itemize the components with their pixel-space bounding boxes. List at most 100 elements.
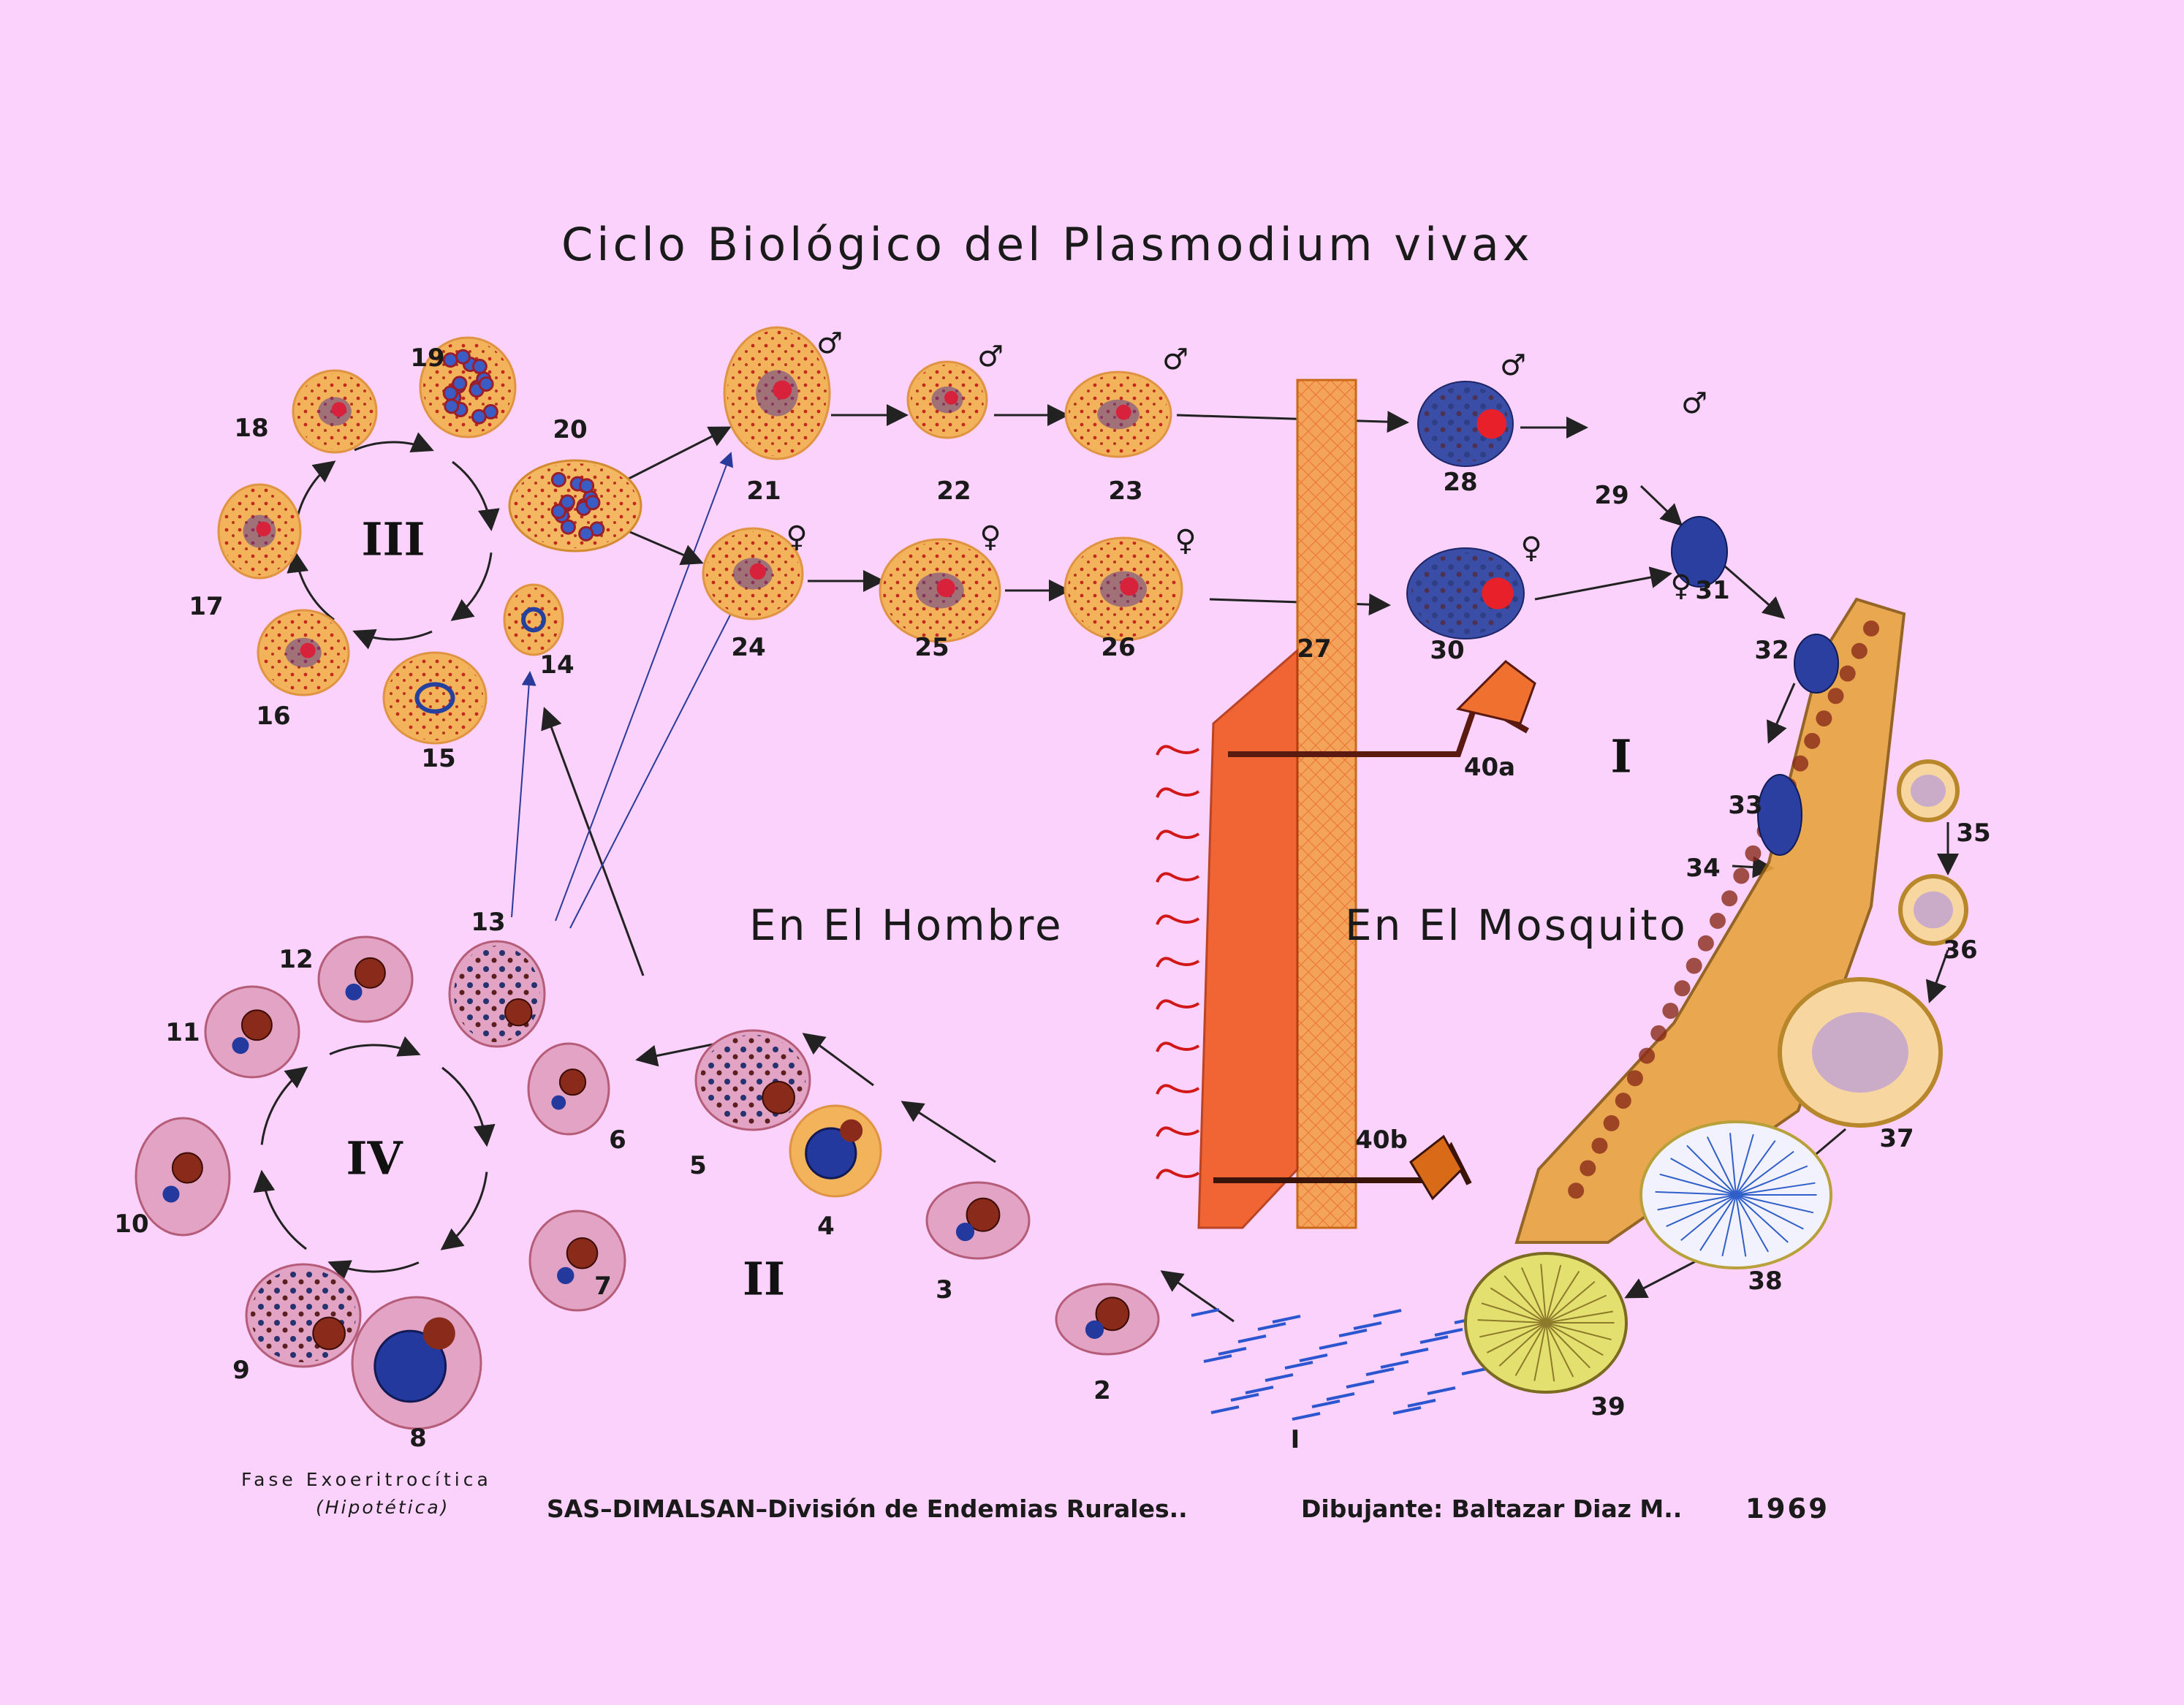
sporozoite [1346, 1380, 1375, 1389]
flow-arrow [1176, 411, 1409, 433]
cell-31 [1671, 516, 1728, 588]
cell-10 [134, 1117, 231, 1237]
cycle-iv-ring [253, 1036, 496, 1280]
midgut-cell-nucleus [1863, 620, 1879, 637]
flow-arrow [1925, 949, 1949, 1003]
midgut-cell-nucleus [1697, 935, 1714, 952]
cell-4 [789, 1104, 882, 1198]
sporozoite [1245, 1386, 1274, 1394]
cell-39 [1464, 1252, 1628, 1394]
stage-label-23: 23 [1108, 476, 1143, 506]
gland-lobe [1156, 787, 1200, 798]
male-symbol: ♂ [1500, 349, 1526, 382]
sporozoite [1427, 1386, 1456, 1395]
sporozoite [1311, 1400, 1341, 1408]
midgut-cell-nucleus [1591, 1137, 1608, 1154]
sporozoite [1373, 1309, 1402, 1318]
stage-label-31: 31 [1695, 576, 1730, 605]
stage-label-9: 9 [232, 1356, 250, 1385]
stage-label-40b: 40b [1355, 1125, 1408, 1155]
male-symbol: ♂ [1681, 387, 1707, 420]
stage-label-15: 15 [421, 744, 456, 773]
sporozoite [1210, 1405, 1240, 1414]
sporozoite [1230, 1393, 1259, 1402]
phase-label-iii: III [361, 512, 425, 566]
gland-lobe [1156, 1041, 1200, 1052]
stage-label-26: 26 [1101, 633, 1136, 662]
female-symbol: ♀ [786, 520, 808, 554]
cell-15 [382, 651, 488, 745]
midgut-cell-nucleus [1816, 710, 1832, 727]
phase-label-iv: IV [346, 1131, 403, 1185]
gland-lobe [1156, 872, 1200, 883]
phase-note: Fase Exoeritrocítica [241, 1469, 492, 1490]
sporozoite [1319, 1341, 1348, 1350]
flow-arrow [900, 1101, 996, 1163]
cell-30 [1406, 547, 1525, 639]
stage-label-2: 2 [1093, 1376, 1111, 1405]
stage-label-16: 16 [256, 702, 291, 731]
midgut-cell-nucleus [1710, 913, 1726, 929]
cell-21 [723, 326, 831, 460]
midgut-cell-nucleus [1674, 980, 1691, 997]
cell-13 [448, 940, 546, 1048]
midgut-cell-nucleus [1626, 1070, 1643, 1087]
cell-7 [528, 1210, 626, 1312]
cell-36 [1898, 874, 1968, 946]
stage-label-5: 5 [689, 1151, 707, 1180]
sporozoite [1272, 1315, 1301, 1324]
midgut-cell-nucleus [1580, 1160, 1596, 1177]
sporozoite [1237, 1334, 1267, 1343]
flow-arrow [624, 528, 704, 566]
cell-33 [1757, 774, 1802, 856]
phase-note-sub: (Hipotética) [316, 1497, 450, 1518]
stage-label-13: 13 [471, 908, 506, 937]
midgut-cell-nucleus [1851, 642, 1868, 659]
stage-label-25: 25 [914, 633, 949, 662]
cell-11 [204, 985, 300, 1079]
cycle-arrows [253, 404, 1959, 1323]
midgut-cell-nucleus [1745, 845, 1762, 862]
stage-label-4: 4 [817, 1212, 835, 1241]
credit-text: SAS–DIMALSAN–División de Endemias Rurale… [547, 1495, 1188, 1523]
male-symbol: ♂ [816, 327, 843, 360]
stage-label-38: 38 [1748, 1267, 1783, 1296]
cell-26 [1063, 536, 1183, 642]
gland-lobe [1156, 1169, 1200, 1180]
sporozoite [1353, 1321, 1382, 1330]
sporozoite [1218, 1347, 1247, 1356]
stage-label-6: 6 [609, 1125, 626, 1155]
sporozoite [1203, 1354, 1232, 1363]
stage-label-32: 32 [1754, 636, 1789, 665]
flow-arrow [802, 1033, 874, 1087]
diagram-title: Ciclo Biológico del Plasmodium vivax [561, 218, 1533, 271]
stage-label-11: 11 [165, 1018, 200, 1047]
stage-label-40a: 40a [1463, 753, 1516, 782]
gland-lobe [1156, 999, 1200, 1010]
male-symbol: ♂ [1162, 343, 1188, 376]
flow-arrow [569, 598, 739, 929]
cell-8 [351, 1296, 482, 1430]
stage-label-35: 35 [1956, 819, 1991, 848]
cell-23 [1064, 371, 1172, 458]
midgut-cell-nucleus [1603, 1114, 1620, 1131]
region-label-human: En El Hombre [749, 900, 1063, 950]
gland-lobe [1156, 957, 1200, 968]
flow-arrow [1639, 485, 1683, 527]
female-symbol: ♀ [1670, 569, 1692, 603]
male-symbol: ♂ [977, 340, 1004, 373]
cell-24 [702, 527, 804, 620]
gland-lobe [1156, 1084, 1200, 1095]
flow-arrow [1767, 683, 1796, 744]
flow-arrow [1724, 565, 1786, 619]
midgut-cell-nucleus [1568, 1182, 1585, 1199]
stage-label-29: 29 [1594, 481, 1629, 510]
cell-20 [508, 459, 642, 552]
female-symbol: ♀ [979, 520, 1001, 554]
phase-label-i: I [1610, 729, 1632, 783]
stage-label-27: 27 [1297, 634, 1332, 664]
sporozoite [1392, 1406, 1422, 1415]
midgut-cell-nucleus [1650, 1025, 1667, 1041]
cell-9 [245, 1263, 362, 1368]
midgut-cell-nucleus [1615, 1093, 1631, 1109]
